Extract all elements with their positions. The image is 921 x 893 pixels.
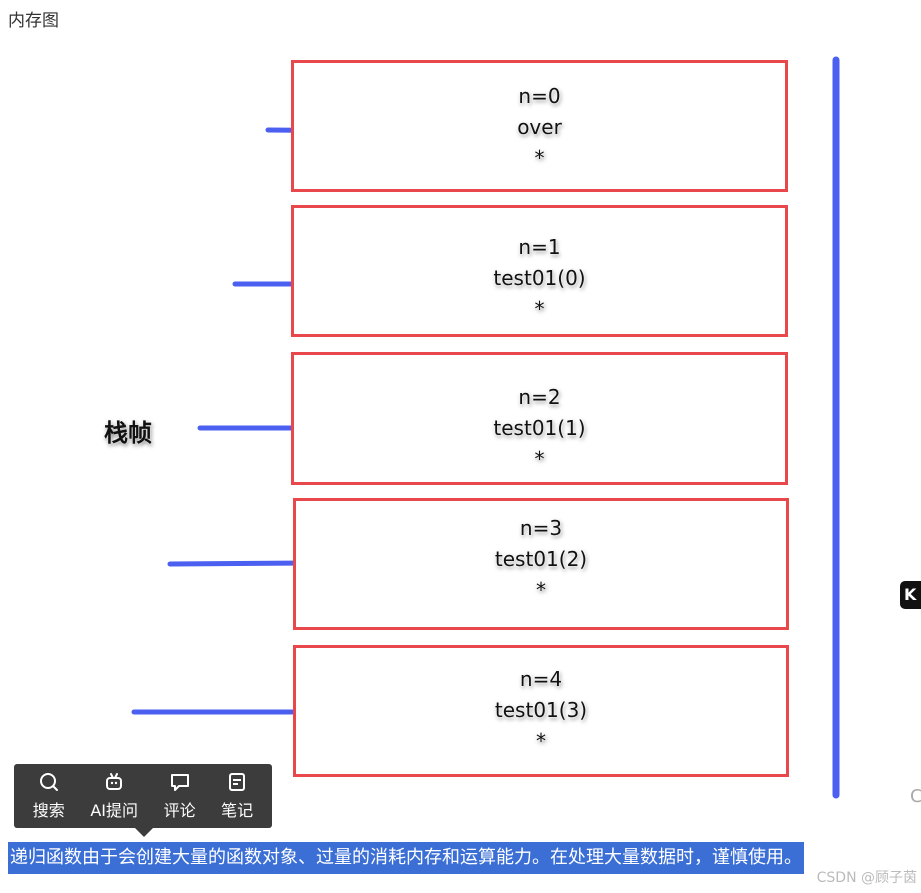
frame-1-line-2: test01(0) bbox=[493, 266, 586, 290]
note-icon bbox=[229, 773, 246, 791]
page-heading: 内存图 bbox=[8, 11, 59, 31]
frame-2-line-3: * bbox=[534, 447, 545, 471]
frame-4-line-2: test01(3) bbox=[494, 698, 588, 722]
stack-frame-3: n=3 test01(2) * bbox=[293, 498, 789, 630]
frame-2-line-1: n=2 bbox=[518, 385, 561, 409]
frame-3-line-2: test01(2) bbox=[494, 547, 588, 571]
edge-partial-text: C bbox=[910, 786, 921, 807]
edge-floating-badge[interactable]: K bbox=[900, 581, 921, 609]
frame-3-line-3: * bbox=[536, 578, 546, 602]
stack-frame-2: n=2 test01(1) * bbox=[291, 352, 788, 485]
toolbar-ai-ask-label: AI提问 bbox=[90, 801, 139, 820]
frame-4-line-1: n=4 bbox=[519, 667, 563, 691]
ai-robot-icon bbox=[106, 773, 123, 790]
frame-1-line-3: * bbox=[534, 297, 545, 321]
frame-4-line-3: * bbox=[536, 729, 546, 753]
toolbar-search-label: 搜索 bbox=[32, 801, 65, 820]
toolbar-ai-ask-button[interactable]: AI提问 bbox=[90, 771, 138, 821]
selection-toolbar: 搜索 AI提问 评论 笔记 bbox=[14, 764, 272, 837]
selected-paragraph-text[interactable]: 递归函数由于会创建大量的函数对象、过量的消耗内存和运算能力。在处理大量数据时，谨… bbox=[8, 842, 804, 874]
toolbar-search-button[interactable]: 搜索 bbox=[33, 771, 65, 821]
toolbar-comment-label: 评论 bbox=[163, 801, 196, 820]
frame-0-line-3: * bbox=[534, 146, 545, 170]
stack-frame-4: n=4 test01(3) * bbox=[293, 645, 789, 777]
frame-3-line-1: n=3 bbox=[519, 516, 563, 540]
frame-1-line-1: n=1 bbox=[518, 235, 561, 259]
stack-frame-0: n=0 over * bbox=[291, 60, 788, 192]
frame-2-line-2: test01(1) bbox=[493, 416, 586, 440]
comment-icon bbox=[170, 774, 189, 791]
stack-frame-1: n=1 test01(0) * bbox=[291, 205, 788, 337]
toolbar-comment-button[interactable]: 评论 bbox=[164, 771, 196, 821]
frame-0-line-1: n=0 bbox=[518, 84, 561, 108]
frame-0-line-2: over bbox=[517, 115, 562, 139]
toolbar-note-button[interactable]: 笔记 bbox=[221, 771, 253, 821]
search-icon bbox=[39, 773, 58, 791]
csdn-watermark: CSDN @顾子茵 bbox=[816, 870, 917, 886]
toolbar-note-label: 笔记 bbox=[221, 801, 254, 820]
stack-frame-label: 栈帧 bbox=[104, 419, 152, 447]
